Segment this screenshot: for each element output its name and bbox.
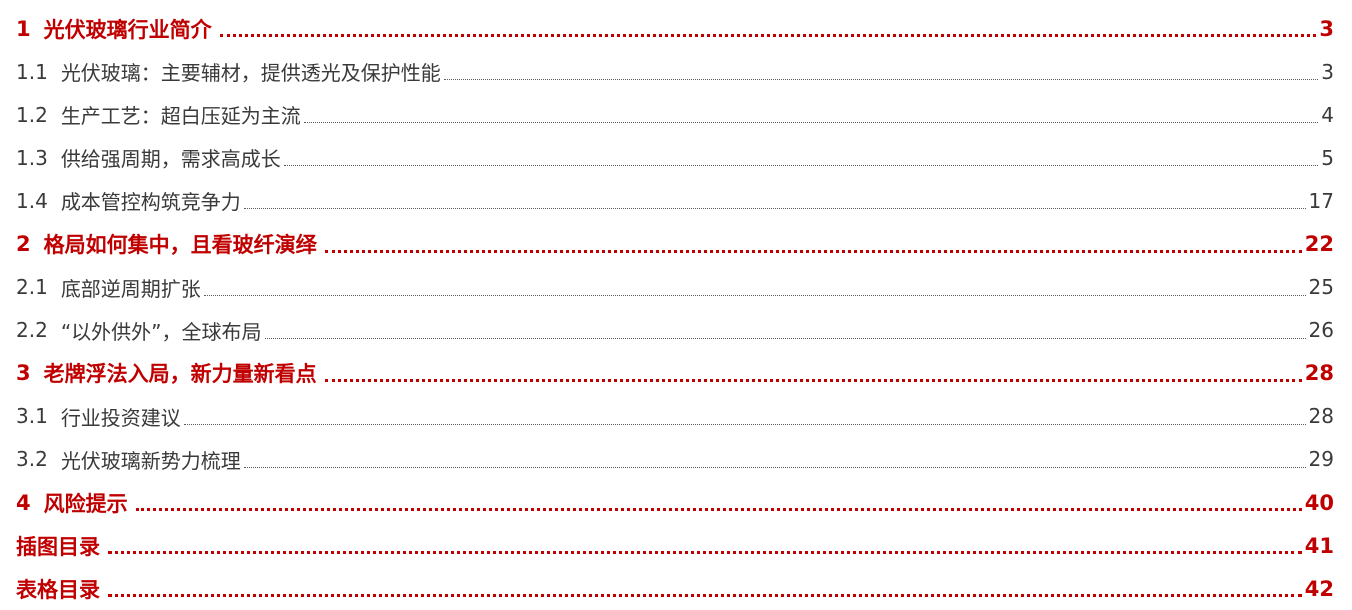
toc-number: 1.4 [16, 188, 48, 213]
toc-number: 1.1 [16, 59, 48, 84]
toc-page-number: 25 [1308, 275, 1334, 300]
dot-leader [108, 594, 1302, 598]
toc-page-number: 28 [1304, 361, 1334, 386]
dot-leader [108, 551, 1302, 555]
toc-entry-2-1[interactable]: 2.1 底部逆周期扩张 25 [16, 266, 1334, 309]
dot-leader [264, 337, 1306, 339]
dot-leader [443, 79, 1319, 81]
toc-entry-tables[interactable]: 表格目录 42 [16, 567, 1334, 610]
toc-title: 生产工艺：超白压延为主流 [60, 104, 301, 129]
toc-number: 1 [16, 16, 31, 41]
toc-page-number: 5 [1321, 145, 1334, 170]
toc-entry-1-4[interactable]: 1.4 成本管控构筑竞争力 17 [16, 179, 1334, 222]
toc-number: 2.1 [16, 275, 48, 300]
dot-leader [203, 294, 1306, 296]
dot-leader [183, 423, 1306, 425]
toc-title: 行业投资建议 [60, 405, 181, 430]
dot-leader [243, 466, 1306, 468]
toc-page-number: 28 [1308, 404, 1334, 429]
toc-title: 老牌浮法入局，新力量新看点 [43, 362, 317, 387]
toc-page-number: 3 [1319, 16, 1334, 41]
toc-number: 1.2 [16, 102, 48, 127]
toc-title: 光伏玻璃：主要辅材，提供透光及保护性能 [60, 61, 441, 86]
toc-entry-3[interactable]: 3 老牌浮法入局，新力量新看点 28 [16, 352, 1334, 395]
toc-page-number: 42 [1304, 576, 1334, 601]
toc-page-number: 26 [1308, 318, 1334, 343]
toc-number: 3 [16, 361, 31, 386]
toc-page-number: 29 [1308, 447, 1334, 472]
toc-entry-4[interactable]: 4 风险提示 40 [16, 481, 1334, 524]
toc-title: 格局如何集中，且看玻纤演绎 [43, 233, 317, 258]
toc-entry-2-2[interactable]: 2.2 “以外供外”，全球布局 26 [16, 309, 1334, 352]
toc-number: 1.3 [16, 145, 48, 170]
toc-title: 插图目录 [16, 534, 100, 559]
dot-leader [219, 34, 1317, 38]
toc-number: 3.1 [16, 404, 48, 429]
toc-entry-1-1[interactable]: 1.1 光伏玻璃：主要辅材，提供透光及保护性能 3 [16, 50, 1334, 93]
toc-page-number: 3 [1321, 59, 1334, 84]
toc-title: 底部逆周期扩张 [60, 276, 201, 301]
toc-entry-1-2[interactable]: 1.2 生产工艺：超白压延为主流 4 [16, 93, 1334, 136]
toc-entry-3-2[interactable]: 3.2 光伏玻璃新势力梳理 29 [16, 438, 1334, 481]
table-of-contents: 1 光伏玻璃行业简介 3 1.1 光伏玻璃：主要辅材，提供透光及保护性能 3 1… [16, 7, 1334, 610]
dot-leader [324, 249, 1302, 253]
toc-title: 表格目录 [16, 577, 100, 602]
toc-entry-figures[interactable]: 插图目录 41 [16, 524, 1334, 567]
toc-page-number: 4 [1321, 102, 1334, 127]
dot-leader [324, 378, 1302, 382]
dot-leader [303, 122, 1319, 124]
toc-title: 供给强周期，需求高成长 [60, 147, 281, 172]
toc-title: “以外供外”，全球布局 [60, 319, 262, 344]
toc-page-number: 22 [1304, 232, 1334, 257]
toc-entry-2[interactable]: 2 格局如何集中，且看玻纤演绎 22 [16, 222, 1334, 265]
toc-title: 光伏玻璃新势力梳理 [60, 448, 241, 473]
dot-leader [283, 165, 1319, 167]
toc-title: 光伏玻璃行业简介 [43, 17, 212, 42]
toc-number: 3.2 [16, 447, 48, 472]
toc-title: 成本管控构筑竞争力 [60, 190, 241, 215]
toc-entry-1-3[interactable]: 1.3 供给强周期，需求高成长 5 [16, 136, 1334, 179]
toc-entry-3-1[interactable]: 3.1 行业投资建议 28 [16, 395, 1334, 438]
toc-page-number: 17 [1308, 188, 1334, 213]
toc-page-number: 40 [1304, 490, 1334, 515]
toc-number: 2 [16, 232, 31, 257]
dot-leader [135, 508, 1302, 512]
toc-title: 风险提示 [43, 491, 128, 516]
dot-leader [243, 208, 1306, 210]
toc-page-number: 41 [1304, 533, 1334, 558]
toc-entry-1[interactable]: 1 光伏玻璃行业简介 3 [16, 7, 1334, 50]
toc-number: 4 [16, 490, 31, 515]
toc-number: 2.2 [16, 318, 48, 343]
